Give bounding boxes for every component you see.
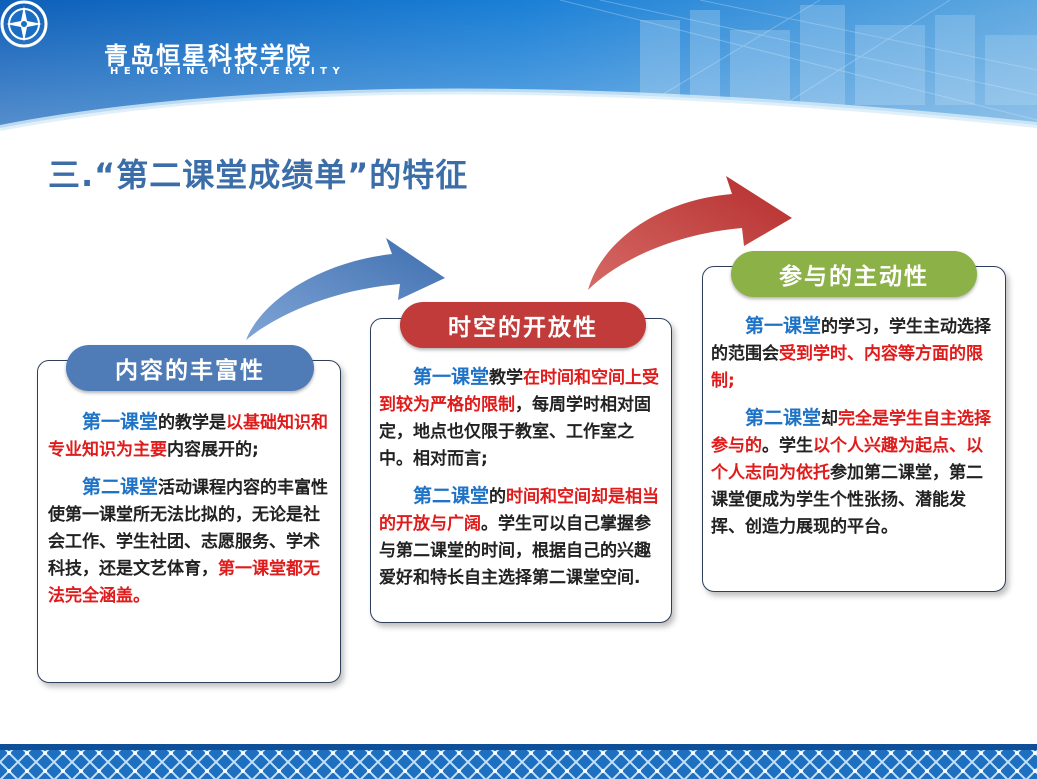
card1-paragraph1: 第一课堂的教学是以基础知识和专业知识为主要内容展开的;: [48, 411, 329, 460]
header-background: [0, 0, 1037, 150]
school-name-chinese: 青岛恒星科技学院: [104, 41, 312, 70]
card2-paragraph2: 第二课堂的时间和空间却是相当的开放与广阔。学生可以自己掌握参与第二课堂的时间，根…: [379, 485, 660, 588]
term-second-classroom: 第二课堂: [82, 476, 159, 498]
heading-pill-time-space-openness: 时空的开放性: [400, 302, 646, 348]
term-first-classroom: 第一课堂: [82, 411, 159, 433]
term-first-classroom: 第一课堂: [745, 315, 822, 337]
card-participation-initiative: 第一课堂的学习，学生主动选择的范围会受到学时、内容等方面的限制; 第二课堂却完全…: [702, 266, 1006, 592]
card-time-space-openness: 第一课堂教学在时间和空间上受到较为严格的限制，每周学时相对固定，地点也仅限于教室…: [370, 318, 672, 623]
heading-pill-content-richness: 内容的丰富性: [66, 345, 314, 391]
footer-lattice-pattern: [0, 744, 1037, 779]
card1-paragraph2: 第二课堂活动课程内容的丰富性使第一课堂所无法比拟的，无论是社会工作、学生社团、志…: [48, 476, 329, 606]
card2-paragraph1: 第一课堂教学在时间和空间上受到较为严格的限制，每周学时相对固定，地点也仅限于教室…: [379, 366, 660, 469]
slide-title: 三.“第二课堂成绩单”的特征: [48, 156, 469, 194]
term-second-classroom: 第二课堂: [413, 485, 490, 507]
heading-pill-participation-initiative: 参与的主动性: [731, 251, 977, 297]
school-name-english: HENGXING UNIVERSITY: [110, 66, 346, 77]
header-banner: 青岛恒星科技学院 HENGXING UNIVERSITY: [0, 0, 1037, 150]
footer-pattern-strip: [0, 744, 1037, 779]
card3-paragraph2: 第二课堂却完全是学生自主选择参与的。学生以个人兴趣为起点、以个人志向为依托参加第…: [711, 407, 992, 537]
card3-paragraph1: 第一课堂的学习，学生主动选择的范围会受到学时、内容等方面的限制;: [711, 315, 992, 391]
card-content-richness: 第一课堂的教学是以基础知识和专业知识为主要内容展开的; 第二课堂活动课程内容的丰…: [37, 360, 341, 683]
term-second-classroom: 第二课堂: [745, 407, 822, 429]
term-first-classroom: 第一课堂: [413, 366, 490, 388]
university-logo-icon: [0, 0, 48, 48]
